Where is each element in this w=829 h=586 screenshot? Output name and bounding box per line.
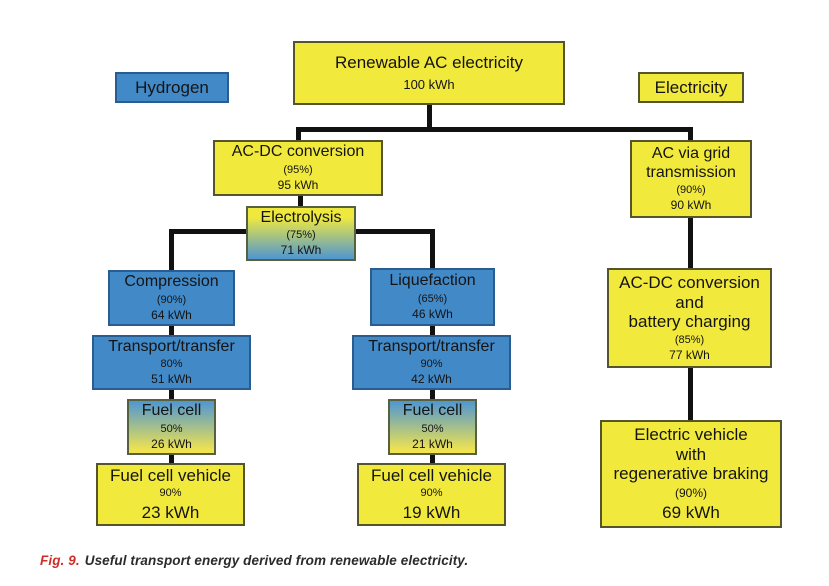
- node-title: AC-DC conversion and battery charging: [619, 273, 760, 332]
- node-title: Electric vehicle with regenerative braki…: [613, 425, 769, 484]
- node-value: 23 kWh: [141, 503, 200, 523]
- node-acdc-battery-charging: AC-DC conversion and battery charging (8…: [607, 268, 772, 368]
- label-hydrogen: Hydrogen: [115, 72, 229, 103]
- node-transport-transfer-mid: Transport/transfer 90% 42 kWh: [352, 335, 511, 390]
- connector-source-down: [427, 105, 432, 132]
- node-fuel-cell-left: Fuel cell 50% 26 kWh: [127, 399, 216, 455]
- node-value: 95 kWh: [277, 177, 319, 192]
- node-value: 19 kWh: [402, 503, 461, 523]
- node-pct: (90%): [676, 184, 706, 197]
- node-title: AC-DC conversion: [231, 143, 365, 161]
- connector-acdc-electrolysis: [298, 195, 303, 206]
- node-title: Compression: [124, 273, 219, 291]
- label-electricity: Electricity: [638, 72, 744, 103]
- node-value: 64 kWh: [151, 307, 192, 322]
- connector-fuelcell-fcv-left: [169, 454, 174, 464]
- node-title: Liquefaction: [389, 272, 476, 290]
- node-pct: 90%: [420, 358, 443, 371]
- connector-liquefaction-transport: [430, 325, 435, 335]
- node-value: 46 kWh: [412, 306, 453, 321]
- node-pct: (65%): [417, 292, 448, 305]
- label-hydrogen-text: Hydrogen: [135, 77, 209, 97]
- node-title: Fuel cell: [141, 402, 202, 420]
- node-value: 77 kWh: [669, 347, 710, 362]
- node-fuel-cell-vehicle-mid: Fuel cell vehicle 90% 19 kWh: [357, 463, 506, 526]
- connector-fuelcell-fcv-mid: [430, 454, 435, 464]
- node-pct: (90%): [156, 293, 187, 306]
- node-electric-vehicle: Electric vehicle with regenerative braki…: [600, 420, 782, 528]
- node-liquefaction: Liquefaction (65%) 46 kWh: [370, 268, 495, 326]
- connector-transport-fuelcell-mid: [430, 389, 435, 399]
- node-title: Fuel cell vehicle: [110, 465, 231, 485]
- node-title: Electrolysis: [260, 208, 342, 226]
- connector-transport-fuelcell-left: [169, 389, 174, 399]
- node-fuel-cell-mid: Fuel cell 50% 21 kWh: [388, 399, 477, 455]
- connector-to-compression: [169, 229, 174, 271]
- node-title: Renewable AC electricity: [334, 52, 524, 72]
- node-pct: 80%: [160, 358, 183, 371]
- node-compression: Compression (90%) 64 kWh: [108, 270, 235, 326]
- connector-battery-ev: [688, 367, 693, 421]
- node-acdc-conversion: AC-DC conversion (95%) 95 kWh: [213, 140, 383, 196]
- connector-main-horizontal: [296, 127, 693, 132]
- node-value: 100 kWh: [403, 77, 455, 93]
- figure-caption: Fig. 9. Useful transport energy derived f…: [40, 553, 468, 568]
- node-pct: 50%: [421, 422, 444, 435]
- node-value: 69 kWh: [662, 502, 720, 522]
- node-ac-grid-transmission: AC via grid transmission (90%) 90 kWh: [630, 140, 752, 218]
- node-value: 90 kWh: [670, 197, 712, 212]
- node-pct: 50%: [160, 422, 183, 435]
- connector-grid-battery: [688, 217, 693, 269]
- node-pct: (90%): [674, 485, 707, 500]
- node-pct: (85%): [674, 333, 705, 346]
- node-title: Fuel cell vehicle: [371, 465, 492, 485]
- figure-caption-number: Fig. 9.: [40, 553, 80, 568]
- connector-compression-transport: [169, 325, 174, 335]
- node-pct: 90%: [420, 487, 443, 500]
- node-value: 21 kWh: [412, 436, 453, 451]
- node-value: 71 kWh: [280, 243, 322, 258]
- node-renewable-ac-electricity: Renewable AC electricity 100 kWh: [293, 41, 565, 105]
- connector-to-grid: [688, 127, 693, 141]
- node-transport-transfer-left: Transport/transfer 80% 51 kWh: [92, 335, 251, 390]
- node-fuel-cell-vehicle-left: Fuel cell vehicle 90% 23 kWh: [96, 463, 245, 526]
- node-title: AC via grid transmission: [646, 145, 736, 181]
- node-value: 42 kWh: [411, 372, 452, 387]
- node-pct: 90%: [159, 487, 182, 500]
- node-pct: (95%): [283, 163, 313, 176]
- node-title: Transport/transfer: [108, 337, 235, 355]
- node-title: Transport/transfer: [368, 337, 495, 355]
- connector-electrolysis-left: [169, 229, 247, 234]
- connector-to-liquefaction: [430, 229, 435, 269]
- node-title: Fuel cell: [402, 402, 463, 420]
- node-pct: (75%): [286, 229, 316, 242]
- figure-caption-text: Useful transport energy derived from ren…: [84, 553, 469, 568]
- label-electricity-text: Electricity: [654, 77, 728, 97]
- connector-to-acdc: [296, 127, 301, 141]
- node-value: 26 kWh: [151, 436, 192, 451]
- connector-electrolysis-right: [355, 229, 433, 234]
- node-value: 51 kWh: [151, 372, 192, 387]
- node-electrolysis: Electrolysis (75%) 71 kWh: [246, 206, 356, 261]
